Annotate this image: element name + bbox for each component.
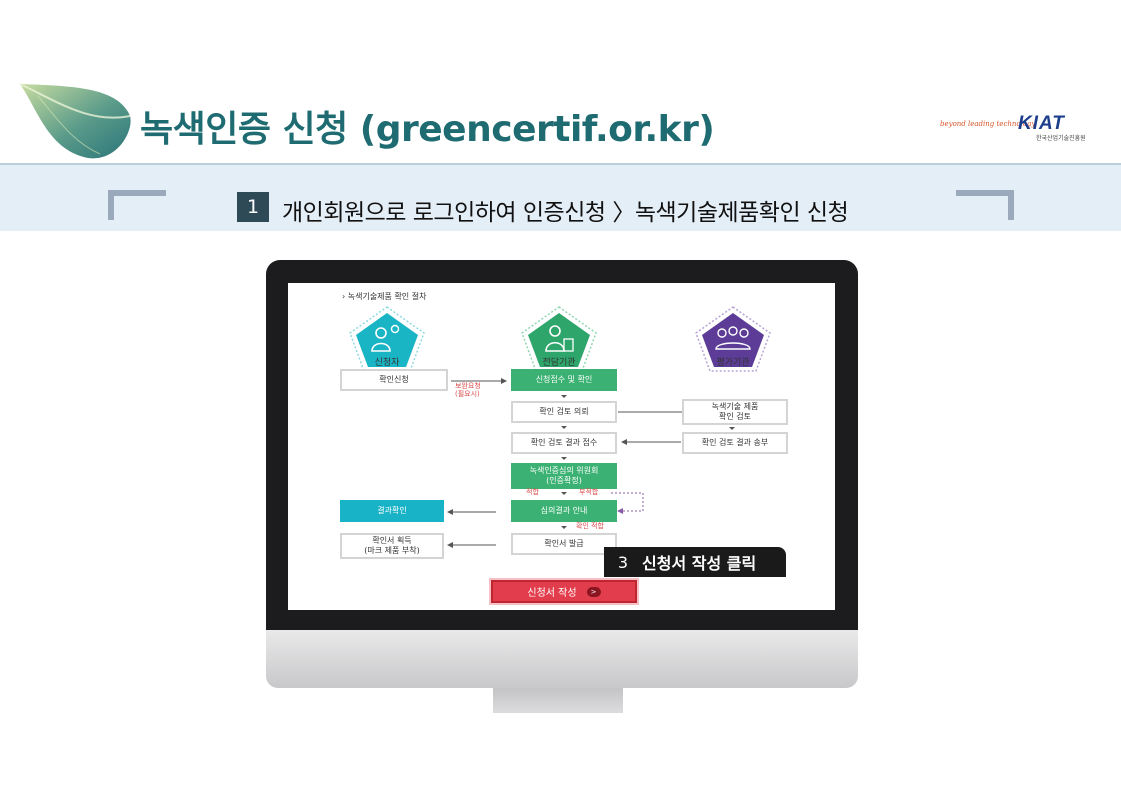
box-result-notice: 심의결과 안내 — [511, 500, 617, 522]
box-eval-product-line2: 확인 검토 — [719, 412, 751, 421]
chevron-right-icon: > — [586, 586, 601, 597]
flow-arrows — [447, 378, 735, 548]
leaf-logo-icon — [19, 83, 131, 159]
note-confirm-suitable: 확인 적합 — [576, 522, 604, 530]
box-certificate-issue: 확인서 발급 — [511, 533, 617, 555]
logo-tagline: beyond leading technology — [940, 120, 1036, 128]
box-confirm-apply: 확인신청 — [340, 369, 448, 391]
apply-form-button[interactable]: 신청서 작성 > — [491, 580, 637, 603]
step-band — [0, 165, 1121, 231]
box-committee: 녹색인증심의 위원회 (인증확정) — [511, 463, 617, 489]
page-title: 녹색인증 신청 (greencertif.or.kr) — [140, 109, 715, 150]
right-bracket-decoration — [956, 190, 1014, 220]
note-supplement: 보완요청 (필요시) — [455, 382, 481, 399]
process-title: › 녹색기술제품 확인 절차 — [342, 292, 427, 301]
note-supplement-line2: (필요시) — [455, 390, 480, 399]
evaluator-pentagon-icon — [695, 306, 771, 372]
note-unsuitable: 부적합 — [579, 488, 599, 496]
box-result-check: 결과확인 — [340, 500, 444, 522]
header-divider — [0, 163, 1121, 165]
box-receipt: 신청접수 및 확인 — [511, 369, 617, 391]
box-committee-line1: 녹색인증심의 위원회 — [529, 466, 599, 476]
box-acquire-line2: (마크 제품 부착) — [364, 546, 420, 555]
box-review-result-receipt: 확인 검토 결과 접수 — [511, 432, 617, 454]
box-eval-result-send: 확인 검토 결과 송부 — [682, 432, 788, 454]
box-review-request: 확인 검토 의뢰 — [511, 401, 617, 423]
logo-subtitle: 한국산업기술진흥원 — [1036, 135, 1086, 142]
kiat-logo: beyond leading technology KIAT 한국산업기술진흥원 — [940, 112, 1090, 144]
note-suitable: 적합 — [526, 488, 539, 496]
callout-text: 신청서 작성 클릭 — [642, 554, 757, 573]
monitor-stand — [493, 688, 623, 713]
logo-name: KIAT — [1018, 113, 1065, 134]
step3-callout: 3 신청서 작성 클릭 — [604, 547, 786, 577]
step-number-badge: 1 — [237, 192, 269, 222]
monitor-chin — [266, 630, 858, 688]
callout-number: 3 — [617, 552, 629, 572]
role-agency: 전담기관 — [542, 358, 576, 368]
box-acquire-line1: 확인서 획득 — [372, 536, 412, 546]
box-committee-line2: (인증확정) — [546, 476, 582, 485]
step-instruction: 개인회원으로 로그인하여 인증신청 〉녹색기술제품확인 신청 — [282, 200, 849, 226]
apply-form-button-label: 신청서 작성 — [527, 588, 577, 599]
box-acquire-certificate: 확인서 획득 (마크 제품 부착) — [340, 533, 444, 559]
left-bracket-decoration — [108, 190, 166, 220]
box-eval-product-line1: 녹색기술 제품 — [711, 402, 759, 412]
role-evaluator: 평가기관 — [716, 358, 750, 368]
role-applicant: 신청자 — [374, 358, 400, 368]
note-supplement-line1: 보완요청 — [455, 382, 481, 390]
box-eval-product: 녹색기술 제품 확인 검토 — [682, 399, 788, 425]
